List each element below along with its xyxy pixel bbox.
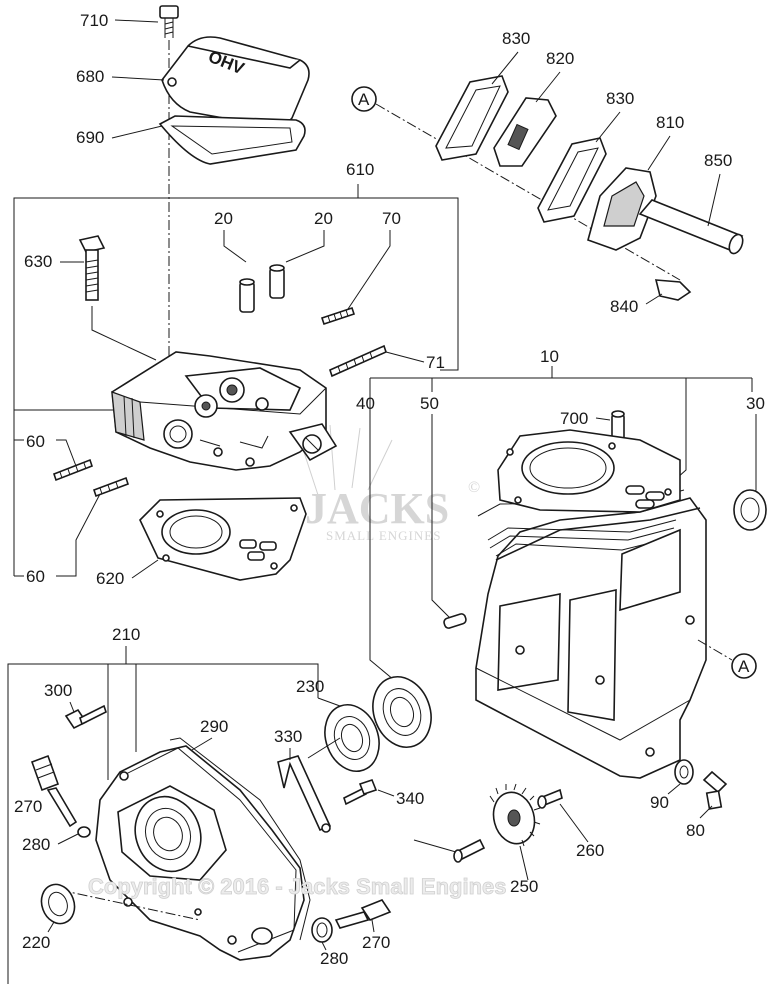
bolt-300: [64, 704, 107, 730]
bolt-340: [343, 779, 378, 806]
callout-80: 80: [686, 821, 705, 840]
callout-830-right: 830: [606, 89, 634, 108]
rocker-cover-group: OHV: [158, 5, 310, 390]
pin-50: [443, 613, 467, 629]
main-bearing-230: [324, 704, 380, 772]
cylinder-head: [111, 351, 338, 471]
callout-840: 840: [610, 297, 638, 316]
callout-20-right: 20: [314, 209, 333, 228]
callout-330: 330: [274, 727, 302, 746]
callout-90: 90: [650, 793, 669, 812]
breather-group: A: [351, 75, 744, 301]
callout-250: 250: [510, 877, 538, 896]
callout-850: 850: [704, 151, 732, 170]
dowel-pins: [239, 264, 285, 313]
logo-sub-text: SMALL ENGINES: [326, 528, 441, 543]
callout-70: 70: [382, 209, 401, 228]
callout-700: 700: [560, 409, 588, 428]
callout-220: 220: [22, 933, 50, 952]
head-bolt-630: [78, 235, 106, 301]
callout-10: 10: [540, 347, 559, 366]
callout-270-right: 270: [362, 933, 390, 952]
callout-40: 40: [356, 394, 375, 413]
oil-seal-30: [733, 489, 767, 531]
callout-60-bottom: 60: [26, 567, 45, 586]
governor-gear-250: [413, 783, 541, 863]
callout-210: 210: [112, 625, 140, 644]
studs: [320, 306, 387, 378]
callout-50: 50: [420, 394, 439, 413]
callout-680: 680: [76, 67, 104, 86]
callout-300: 300: [44, 681, 72, 700]
main-bearing-40: [372, 676, 432, 748]
callout-830-left: 830: [502, 29, 530, 48]
drain-plug-group: [674, 759, 728, 810]
callout-690: 690: [76, 128, 104, 147]
logo-registered-mark: ©: [468, 479, 480, 496]
callout-260: 260: [576, 841, 604, 860]
callout-820: 820: [546, 49, 574, 68]
oil-filler-dipstick-left: [30, 754, 78, 828]
callout-20-left: 20: [214, 209, 233, 228]
oil-filler-dipstick-right: [311, 899, 392, 943]
callout-620: 620: [96, 569, 124, 588]
crankcase-cover: [95, 737, 311, 961]
callout-810: 810: [656, 113, 684, 132]
studs-60: [53, 458, 130, 498]
logo-main-text: JACKS: [305, 484, 449, 533]
callout-290: 290: [200, 717, 228, 736]
callout-60-top: 60: [26, 432, 45, 451]
gear-shaft-260: [537, 788, 563, 809]
callout-610: 610: [346, 160, 374, 179]
jacks-logo-watermark: JACKS © SMALL ENGINES: [299, 424, 480, 543]
callout-230: 230: [296, 677, 324, 696]
oil-seal-220: [40, 883, 76, 925]
head-gasket-620: [139, 497, 307, 581]
callout-280-right: 280: [320, 949, 348, 968]
callout-710: 710: [80, 11, 108, 30]
copyright-watermark: Copyright © 2016 - Jacks Small Engines: [88, 874, 506, 899]
callout-30: 30: [746, 394, 765, 413]
governor-arm-330: [277, 755, 332, 833]
crankcase-body: [475, 429, 707, 779]
callout-630: 630: [24, 252, 52, 271]
reference-mark-a-top: A: [358, 90, 370, 109]
reference-mark-a-bottom: A: [738, 657, 750, 676]
callout-280-left: 280: [22, 835, 50, 854]
callout-71: 71: [426, 353, 445, 372]
callout-270-left: 270: [14, 797, 42, 816]
callout-340: 340: [396, 789, 424, 808]
